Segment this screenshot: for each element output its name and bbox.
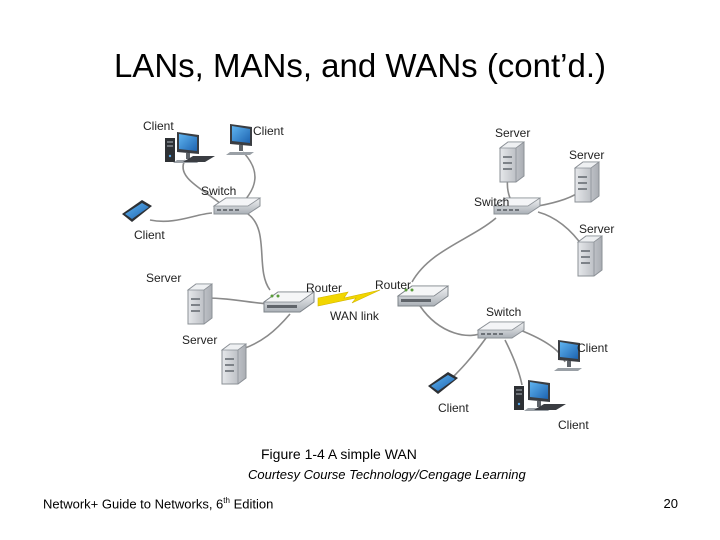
server-left-lower bbox=[221, 343, 247, 385]
client-tablet-left bbox=[122, 200, 152, 222]
label-server-right-mid: Server bbox=[569, 148, 604, 162]
server-left-upper bbox=[187, 283, 213, 325]
cable-switch-bottom-to-desktop bbox=[504, 339, 523, 386]
footer-ordinal: th bbox=[223, 496, 230, 505]
label-client-monitor-right: Client bbox=[577, 341, 608, 355]
cable-router-right-to-switch-bottom bbox=[419, 305, 485, 337]
footer-suffix: Edition bbox=[229, 496, 274, 512]
cable-switch-bottom-to-tablet bbox=[451, 337, 487, 379]
cable-switch-top-to-server-lower bbox=[537, 211, 585, 249]
cable-desktop-to-switch-left bbox=[182, 159, 223, 206]
label-switch-left: Switch bbox=[201, 184, 236, 198]
cable-tablet-to-switch-left bbox=[149, 212, 213, 223]
footer-book-title: Network+ Guide to Networks, 6th Edition bbox=[43, 496, 273, 511]
switch-right-bottom bbox=[477, 321, 525, 339]
label-client-desktop-right: Client bbox=[558, 418, 589, 432]
client-monitor-left bbox=[226, 124, 254, 155]
server-right-top bbox=[499, 141, 525, 183]
wan-link-bolt bbox=[317, 289, 381, 307]
router-left bbox=[263, 291, 315, 313]
label-client-monitor-left: Client bbox=[253, 124, 284, 138]
switch-left bbox=[213, 197, 261, 215]
cable-server-to-router-left bbox=[204, 297, 269, 305]
cable-switch-left-to-router-left bbox=[247, 213, 271, 291]
client-tablet-right bbox=[428, 372, 458, 394]
client-desktop-left bbox=[165, 132, 215, 163]
label-server-right-top: Server bbox=[495, 126, 530, 140]
label-router-left: Router bbox=[306, 281, 342, 295]
label-client-tablet-left: Client bbox=[134, 228, 165, 242]
server-right-lower bbox=[577, 235, 603, 277]
label-router-right: Router bbox=[375, 278, 411, 292]
footer-text: Network+ Guide to Networks, 6 bbox=[43, 496, 224, 512]
label-client-tablet-right: Client bbox=[438, 401, 469, 415]
label-wan-link: WAN link bbox=[330, 309, 380, 323]
page-number: 20 bbox=[663, 496, 678, 511]
cable-router-right-to-switch-top bbox=[411, 217, 497, 283]
label-server-right-lower: Server bbox=[579, 222, 614, 236]
figure-caption: Figure 1-4 A simple WAN bbox=[261, 446, 417, 462]
slide-title: LANs, MANs, and WANs (cont’d.) bbox=[113, 47, 607, 84]
label-server-left-lower: Server bbox=[182, 333, 217, 347]
label-client-desktop-left: Client bbox=[143, 119, 174, 133]
server-right-mid bbox=[574, 161, 600, 203]
label-server-left-upper: Server bbox=[146, 271, 181, 285]
label-switch-right-top: Switch bbox=[474, 195, 509, 209]
label-switch-right-bottom: Switch bbox=[486, 305, 521, 319]
cable-monitor-to-switch-left bbox=[242, 151, 256, 201]
figure-credit: Courtesy Course Technology/Cengage Learn… bbox=[248, 467, 526, 482]
